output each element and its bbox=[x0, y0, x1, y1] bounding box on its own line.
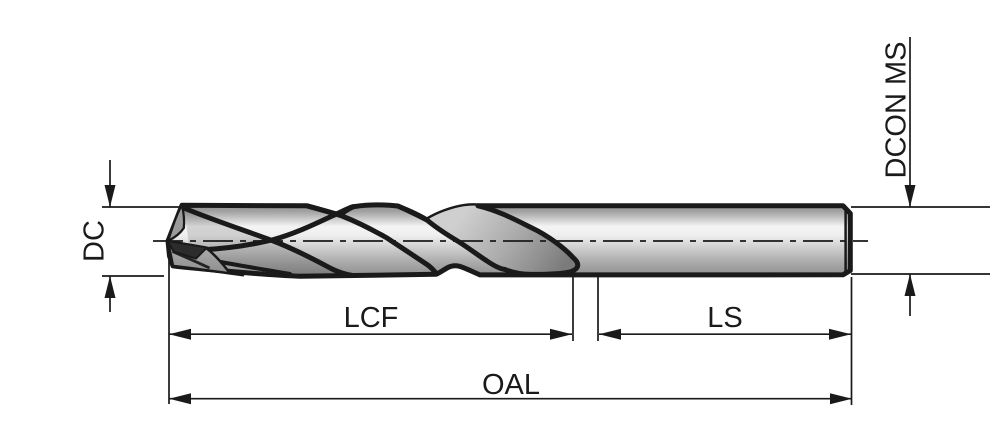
svg-text:DC: DC bbox=[79, 220, 111, 262]
svg-text:DCON MS: DCON MS bbox=[881, 42, 913, 179]
svg-text:LCF: LCF bbox=[344, 302, 399, 334]
svg-text:OAL: OAL bbox=[482, 369, 540, 401]
svg-text:LS: LS bbox=[707, 302, 742, 334]
